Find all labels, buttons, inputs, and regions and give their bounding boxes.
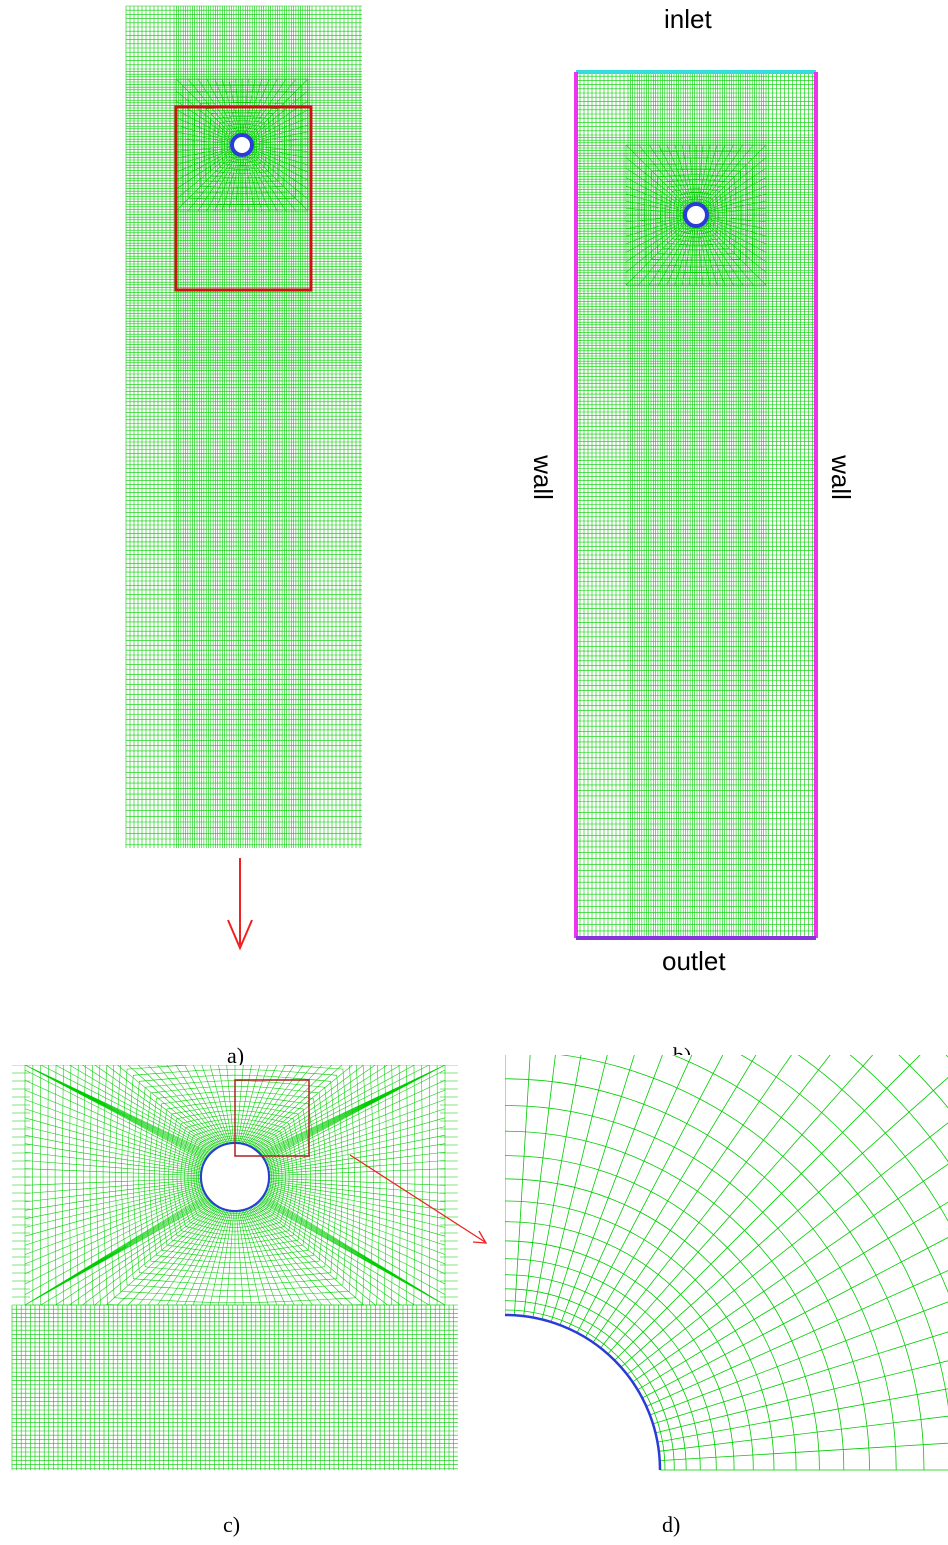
zoom-arrow-line <box>349 1154 486 1243</box>
outlet-label: outlet <box>662 946 726 976</box>
zoom-arrow-head <box>472 1230 488 1244</box>
mesh-c-cartesian <box>11 1065 458 1470</box>
mesh-b-ogrid-radial <box>625 144 767 286</box>
panel-a-mesh-overview <box>120 0 380 970</box>
mesh-d-svg <box>505 1055 948 1471</box>
panel-d-boundary-layer-mesh <box>505 1055 948 1473</box>
refinement-highlight-box <box>174 105 313 292</box>
caption-c: c) <box>223 1512 241 1537</box>
cylinder-b <box>683 202 709 228</box>
mesh-b-svg <box>574 70 818 940</box>
panel-b-boundary-conditions <box>520 0 948 970</box>
mesh-c-radial <box>24 1065 446 1306</box>
cylinder-a <box>230 133 254 157</box>
inlet-label: inlet <box>664 4 712 34</box>
zoom-box-c <box>234 1079 310 1157</box>
mesh-a-grid <box>125 5 362 848</box>
mesh-d-rings <box>505 1055 948 1471</box>
flow-arrow-head <box>227 919 253 951</box>
mesh-c-svg <box>11 1065 458 1470</box>
caption-d: d) <box>662 1512 681 1537</box>
mesh-a-svg <box>125 5 362 951</box>
mesh-d-radial <box>505 1055 948 1471</box>
cylinder-arc-d <box>505 1313 662 1471</box>
panel-c-cylinder-mesh <box>10 1065 460 1470</box>
caption-a: a) <box>227 1043 245 1068</box>
